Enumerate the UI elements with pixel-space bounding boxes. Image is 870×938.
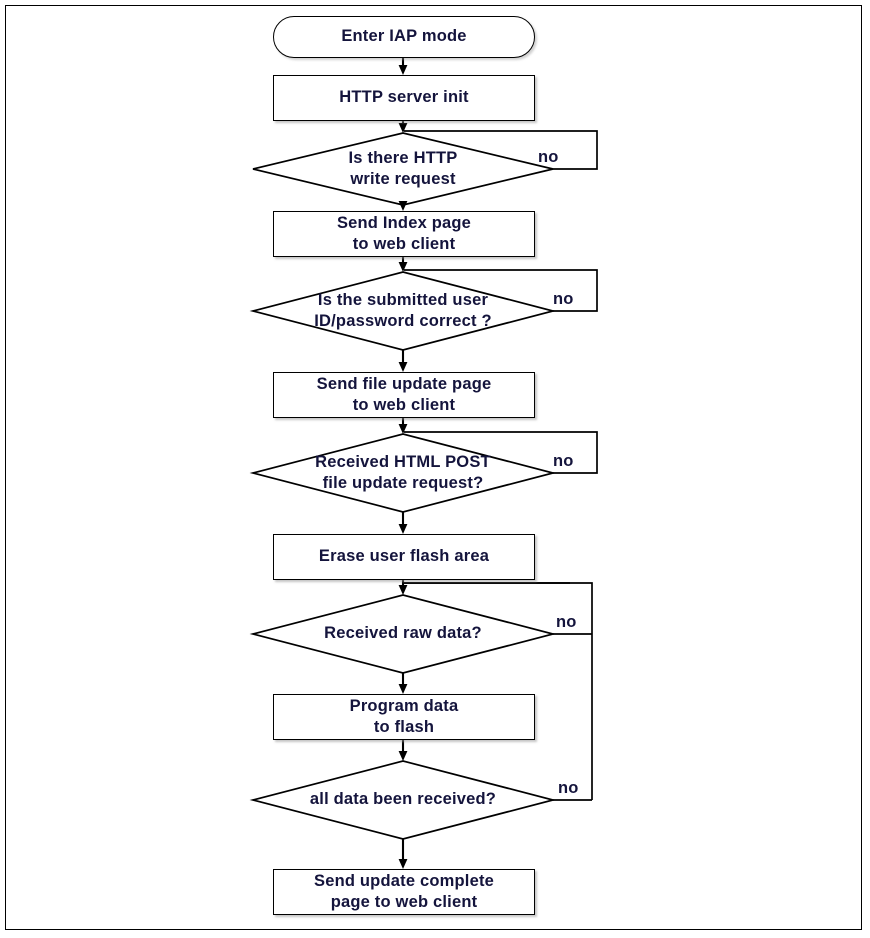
process-erase-user-flash-area[interactable]: Erase user flash area xyxy=(273,534,535,580)
decision-label-received-raw-data[interactable]: Received raw data? xyxy=(324,624,482,643)
decision-label-html-post-request[interactable]: Received HTML POST file update request? xyxy=(315,452,491,492)
process-http-server-init[interactable]: HTTP server init xyxy=(273,75,535,121)
decision-label-http-write-request[interactable]: Is there HTTP write request xyxy=(348,148,458,188)
terminal-enter-iap-mode[interactable]: Enter IAP mode xyxy=(273,16,535,58)
decision-label-all-data-received[interactable]: all data been received? xyxy=(309,790,497,809)
process-send-update-complete-page[interactable]: Send update complete page to web client xyxy=(273,869,535,915)
process-send-file-update-page[interactable]: Send file update page to web client xyxy=(273,372,535,418)
edge-label-no-raw-data: no xyxy=(556,613,577,631)
edge-label-no-all-data: no xyxy=(558,779,579,797)
process-program-data-to-flash[interactable]: Program data to flash xyxy=(273,694,535,740)
edge-label-no-http-write-request: no xyxy=(538,148,559,166)
edge-label-no-html-post: no xyxy=(553,452,574,470)
edge-label-no-userid-password: no xyxy=(553,290,574,308)
decision-label-userid-password[interactable]: Is the submitted user ID/password correc… xyxy=(314,290,492,330)
process-send-index-page[interactable]: Send Index page to web client xyxy=(273,211,535,257)
